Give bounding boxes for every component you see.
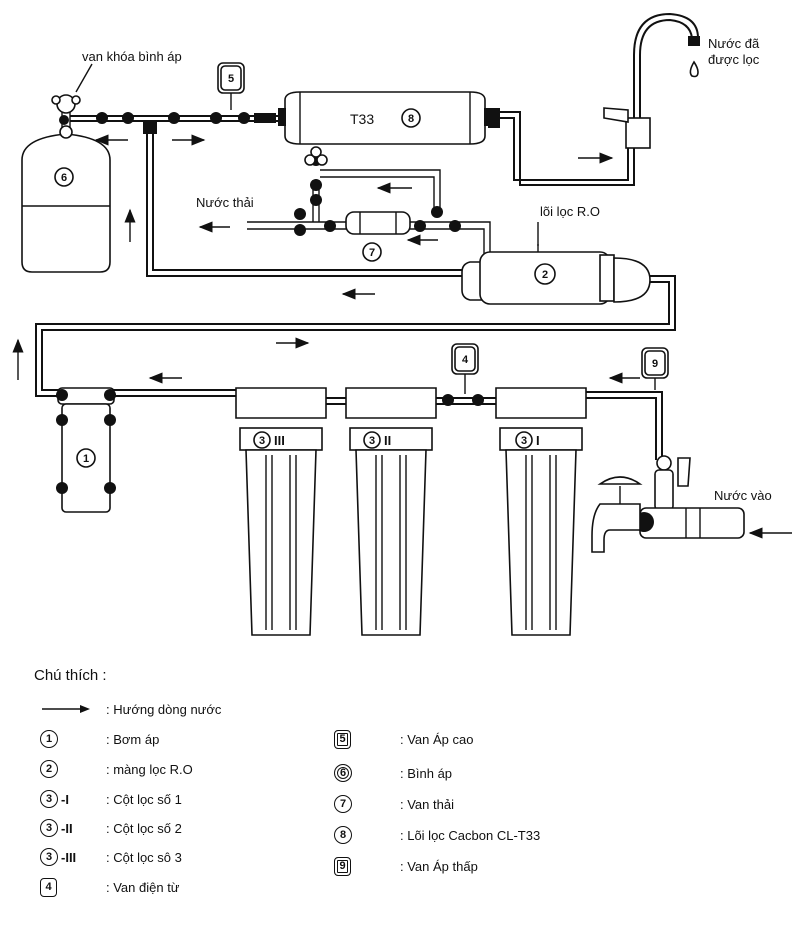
badge-6: 6: [61, 172, 67, 184]
arrow-right-icon: [40, 704, 106, 714]
label-water-in: Nước vào: [714, 488, 772, 503]
legend-text-5: : Van Áp cao: [400, 731, 474, 747]
waste-valve: 7: [304, 146, 411, 262]
legend-symbol-8: 8: [334, 826, 400, 844]
booster-pump: 1: [56, 387, 116, 513]
legend-badge-4: 4: [40, 877, 57, 897]
badge-5: 5: [228, 73, 234, 85]
legend-symbol-6: 6: [334, 764, 400, 782]
t33-label: T33: [350, 111, 374, 127]
legend-badge-1: 1: [40, 730, 58, 748]
legend-text-4: : Van điện từ: [106, 879, 180, 895]
legend-title: Chú thích :: [34, 667, 107, 684]
roman-3-3: III: [274, 433, 285, 448]
roman-3-1: I: [536, 433, 540, 448]
badge-9: 9: [652, 358, 658, 370]
filter-3-i: 3 I: [495, 387, 587, 636]
legend-badge-3-1: 3: [40, 790, 58, 808]
ro-membrane: 2: [461, 244, 651, 305]
legend-symbol-3-3: 3-III: [40, 848, 106, 866]
label-ro-core: lõi lọc R.O: [540, 204, 600, 219]
legend-text-9: : Van Áp thấp: [400, 858, 478, 874]
legend-badge-3-2: 3: [40, 819, 58, 837]
legend-text-6: : Bình áp: [400, 765, 453, 781]
legend-symbol-1: 1: [40, 730, 106, 748]
badge-2: 2: [542, 269, 548, 281]
legend-symbol-7: 7: [334, 795, 400, 813]
legend-item-2: 2 : màng lọc R.O: [40, 757, 193, 781]
badge-4: 4: [462, 354, 469, 366]
legend-text-1: : Bơm áp: [106, 731, 160, 747]
legend: Chú thích : : Hướng dòng nước 1 : Bơm áp 2:…: [0, 655, 800, 944]
legend-roman-3-2: -II: [61, 820, 73, 836]
label-waste-water: Nước thải: [196, 195, 254, 210]
fittings: [96, 108, 500, 406]
legend-symbol-5: 5: [334, 729, 400, 749]
legend-badge-5: 5: [334, 729, 351, 749]
badge-1: 1: [83, 453, 89, 465]
faucet-icon: [603, 12, 700, 149]
label-pressure-valve: van khóa bình áp: [82, 49, 182, 64]
legend-item-6: 6 : Bình áp: [334, 761, 452, 785]
legend-text-3-1: : Cột lọc số 1: [106, 791, 182, 807]
low-pressure-valve: 9: [641, 347, 669, 390]
inlet-tap: [591, 455, 745, 553]
legend-item-4: 4 : Van điện từ: [40, 875, 180, 899]
tap-handle-icon: [591, 503, 641, 553]
flow-arrows: [12, 134, 792, 539]
legend-symbol-4: 4: [40, 877, 106, 897]
water-drop-icon: [689, 60, 699, 78]
filter-3-iii: 3 III: [235, 387, 327, 636]
pressure-tank: [21, 94, 111, 273]
legend-item-1: 1 : Bơm áp: [40, 727, 159, 751]
badge-7: 7: [369, 247, 375, 259]
legend-text-2: : màng lọc R.O: [106, 761, 193, 777]
legend-roman-3-1: -I: [61, 791, 69, 807]
legend-roman-3-3: -III: [61, 849, 77, 865]
legend-item-3-3: 3-III: Cột lọc sô 3: [40, 845, 182, 869]
filter-3-ii: 3 II: [345, 387, 437, 636]
badge-3-1: 3: [521, 435, 527, 447]
legend-badge-7: 7: [334, 795, 352, 813]
roman-3-2: II: [384, 433, 391, 448]
label-clean-water-1: Nước đã: [708, 36, 760, 51]
legend-text-8: : Lõi lọc Cacbon CL-T33: [400, 827, 541, 843]
legend-symbol-3-2: 3-II: [40, 819, 106, 837]
legend-text-7: : Van thải: [400, 796, 454, 812]
legend-item-7: 7 : Van thải: [334, 792, 454, 816]
legend-item-9: 9 : Van Áp thấp: [334, 854, 478, 878]
legend-symbol-3-1: 3-I: [40, 790, 106, 808]
label-clean-water-2: được lọc: [708, 52, 760, 67]
legend-item-3-1: 3-I: Cột lọc số 1: [40, 787, 182, 811]
badge-8: 8: [408, 113, 414, 125]
legend-item-arrow: : Hướng dòng nước: [40, 697, 221, 721]
legend-badge-8: 8: [334, 826, 352, 844]
ro-system-diagram: 5 T33 8 7 2: [12, 12, 792, 636]
label-leader: [75, 63, 93, 93]
carbon-filter-t33: T33 8: [278, 91, 492, 145]
legend-item-8: 8 : Lõi lọc Cacbon CL-T33: [334, 823, 540, 847]
high-pressure-valve: 5: [217, 62, 245, 110]
badge-6-circle: [54, 167, 74, 187]
solenoid-valve: 4: [451, 343, 479, 394]
legend-badge-9: 9: [334, 856, 351, 876]
legend-symbol-9: 9: [334, 856, 400, 876]
legend-item-3-2: 3-II: Cột lọc số 2: [40, 816, 182, 840]
legend-text-3-2: : Cột lọc số 2: [106, 820, 182, 836]
legend-symbol-2: 2: [40, 760, 106, 778]
legend-item-5: 5 : Van Áp cao: [334, 727, 473, 751]
legend-badge-3-3: 3: [40, 848, 58, 866]
legend-text-3-3: : Cột lọc sô 3: [106, 849, 182, 865]
badge-3-2: 3: [369, 435, 375, 447]
badge-3-3: 3: [259, 435, 265, 447]
legend-badge-2: 2: [40, 760, 58, 778]
legend-text-arrow: : Hướng dòng nước: [106, 701, 222, 717]
legend-badge-6: 6: [334, 764, 352, 782]
